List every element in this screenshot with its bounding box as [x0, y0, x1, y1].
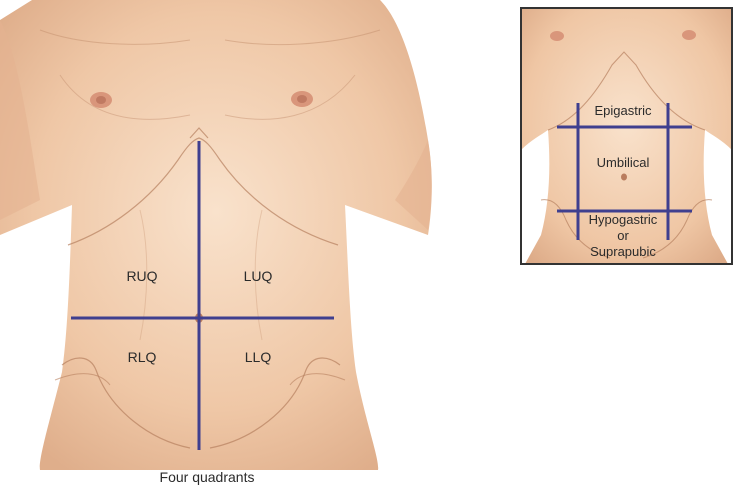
inset-region-grid — [557, 103, 692, 240]
left-clavicle-contour — [224, 29, 381, 46]
figure-caption: Four quadrants — [160, 469, 255, 485]
costal-margin-contour — [67, 137, 339, 246]
inset-border — [520, 7, 733, 265]
left-nipple-center — [297, 95, 307, 103]
right-arm-shade — [0, 20, 40, 220]
inset-left-inguinal — [642, 199, 713, 259]
right-nipple-center — [96, 96, 106, 104]
inset-left-nipple — [682, 30, 696, 40]
abdominal-contour-left — [139, 209, 148, 341]
main-torso-illustration — [0, 0, 432, 470]
left-inguinal-contour — [209, 357, 341, 449]
label-epigastric: Epigastric — [594, 103, 652, 118]
right-clavicle-contour — [39, 29, 191, 45]
label-llq: LLQ — [245, 349, 272, 365]
label-hypogastric: Hypogastric — [589, 212, 658, 227]
right-hip-contour — [54, 373, 111, 386]
label-luq: LUQ — [244, 268, 273, 284]
left-arm-shade — [395, 140, 432, 230]
inset-panel: Epigastric Umbilical Hypogastric or Supr… — [520, 7, 733, 265]
left-pectoral-contour — [224, 74, 356, 120]
quadrant-grid — [71, 141, 334, 450]
label-ruq: RUQ — [126, 268, 157, 284]
inset-torso-silhouette — [521, 8, 732, 264]
inset-right-inguinal — [540, 199, 611, 259]
inset-costal-margin — [547, 51, 706, 131]
label-or: or — [617, 228, 629, 243]
inset-right-nipple — [550, 31, 564, 41]
right-inguinal-contour — [61, 357, 191, 449]
left-hip-contour — [289, 373, 346, 386]
abdominal-contour-right — [254, 209, 263, 341]
torso-silhouette — [0, 0, 432, 470]
label-suprapubic: Suprapubic — [590, 244, 656, 259]
sternal-notch — [189, 127, 209, 139]
label-umbilical: Umbilical — [597, 155, 650, 170]
right-pectoral-contour — [59, 74, 191, 120]
label-rlq: RLQ — [128, 349, 157, 365]
inset-umbilicus — [621, 173, 627, 181]
